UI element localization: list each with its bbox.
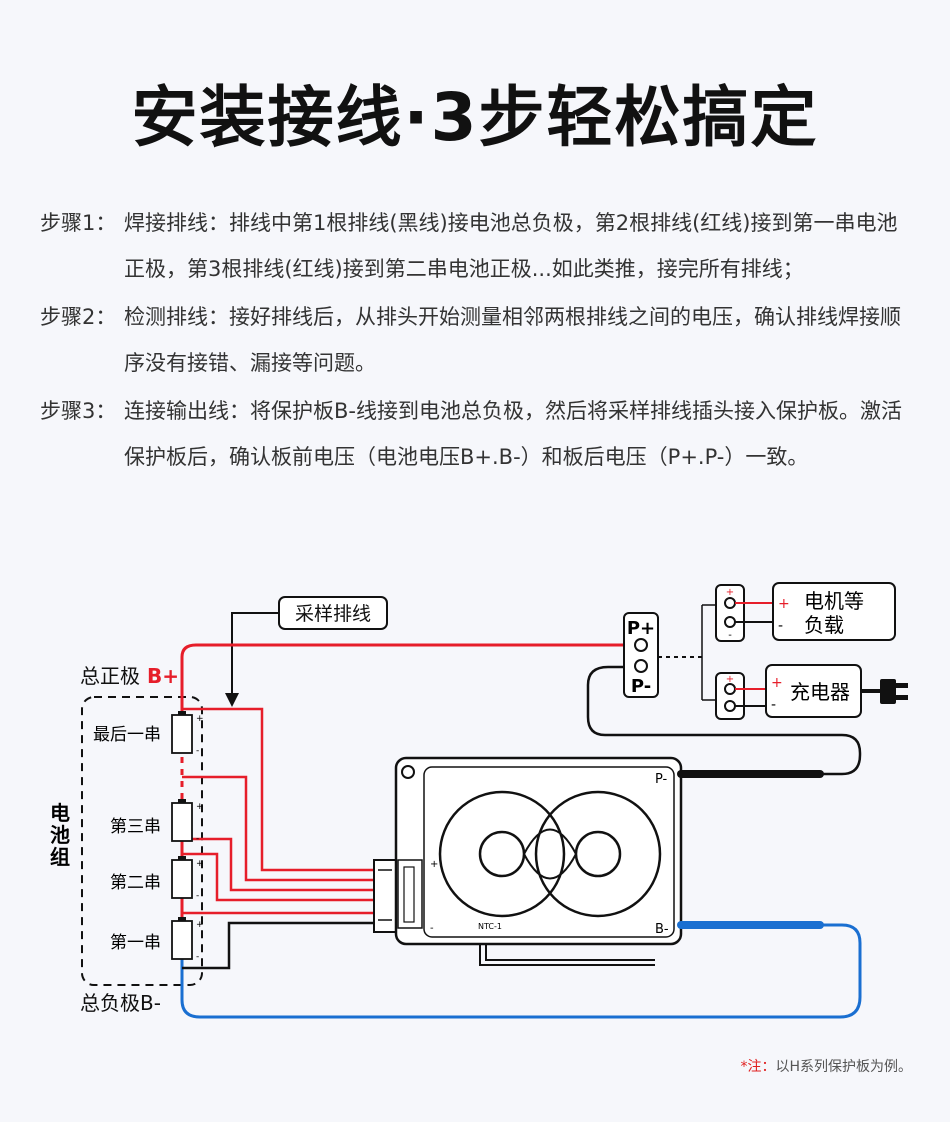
logo-ring-left	[438, 790, 566, 918]
step-name: 焊接排线：	[124, 211, 229, 235]
cell-minus: -	[196, 746, 199, 756]
load-connector: + -	[715, 584, 745, 642]
cell-label-second: 第二串	[110, 873, 161, 893]
step-name: 连接输出线：	[124, 399, 250, 423]
cell-plus: +	[196, 859, 204, 869]
cell-plus: +	[196, 920, 204, 930]
sampling-arrow-line	[231, 612, 279, 695]
cell-last: + -	[171, 711, 204, 756]
b-plus-label: B+	[147, 664, 179, 688]
port-p-minus-label: P-	[631, 676, 651, 697]
cell-first: + -	[171, 917, 204, 962]
load-box	[772, 582, 896, 641]
load-plus: +	[726, 587, 734, 598]
step-3: 步骤3： 连接输出线：将保护板B-线接到电池总负极，然后将采样排线插头接入保护板…	[40, 388, 920, 480]
cell-second: + -	[171, 856, 204, 901]
sampling-connector	[373, 859, 397, 933]
pack-label-1: 电	[50, 801, 70, 825]
step-text: 接好排线后，从排头开始测量相邻两根排线之间的电压，确认排线焊接顺序没有接错、漏接…	[124, 305, 901, 375]
ntc-wire-1	[479, 944, 655, 966]
sample-wire-second	[182, 852, 380, 902]
note-text: 以H系列保护板为例。	[775, 1059, 912, 1075]
load-minus: -	[728, 630, 732, 641]
total-positive-label: 总正极	[80, 664, 140, 688]
note-mark: *注：	[740, 1059, 776, 1075]
battery-pack-outline	[81, 696, 203, 986]
logo-ring-right	[534, 790, 662, 918]
mount-hole	[401, 765, 415, 779]
positive-main-wire	[180, 643, 636, 719]
p-minus-wire	[586, 665, 862, 776]
step-name: 检测排线：	[124, 305, 229, 329]
load-label-1: 电机等	[804, 589, 864, 613]
protection-board: P- B- NTC-1 + -	[394, 756, 683, 946]
plug-icon	[880, 679, 908, 704]
total-negative-label: 总负极B-	[80, 991, 161, 1015]
step-text: 将保护板B-线接到电池总负极，然后将采样排线插头接入保护板。激活保护板后，确认板…	[124, 399, 902, 469]
negative-main-wire	[180, 923, 862, 1019]
port-p-plus-label: P+	[627, 618, 655, 639]
cell-label-last: 最后一串	[93, 725, 161, 745]
pack-label-3: 组	[50, 845, 70, 869]
cell-plus: +	[196, 714, 204, 724]
cell-minus: -	[196, 834, 199, 844]
step-label: 步骤1：	[40, 211, 117, 235]
charger-connector: +	[715, 672, 745, 720]
step-2: 步骤2： 检测排线：接好排线后，从排头开始测量相邻两根排线之间的电压，确认排线焊…	[40, 294, 920, 386]
ntc-label: NTC-1	[478, 922, 502, 931]
cell-minus: -	[196, 891, 199, 901]
board-p-minus: P-	[655, 772, 668, 787]
pack-label-2: 池	[50, 823, 70, 847]
sampling-cable-label: 采样排线	[295, 603, 371, 625]
load-box-plus: +	[778, 596, 790, 612]
sample-wire-mid	[182, 775, 380, 882]
wiring-diagram: 采样排线 总正极 B+ 总负极B- 电 池 组 + - 最后一串 + - 第三串…	[50, 582, 908, 1019]
sample-wire-third	[182, 837, 380, 892]
board-plus: +	[430, 859, 438, 870]
charger-box-plus: +	[771, 675, 783, 691]
steps-list: 步骤1： 焊接排线：排线中第1根排线(黑线)接电池总负极，第2根排线(红线)接到…	[40, 200, 920, 482]
output-port: P+ P-	[623, 612, 659, 698]
load-box-minus: -	[778, 618, 783, 634]
board-minus: -	[430, 923, 434, 934]
board-b-minus: B-	[655, 922, 669, 937]
step-label: 步骤3：	[40, 399, 117, 423]
page-title: 安装接线·3步轻松搞定	[131, 79, 819, 156]
charger-label: 充电器	[790, 680, 850, 704]
cell-plus: +	[196, 802, 204, 812]
ntc-wire-2	[485, 944, 655, 961]
step-1: 步骤1： 焊接排线：排线中第1根排线(黑线)接电池总负极，第2根排线(红线)接到…	[40, 200, 920, 292]
cell-label-first: 第一串	[110, 933, 161, 953]
step-text: 排线中第1根排线(黑线)接电池总负极，第2根排线(红线)接到第一串电池正极，第3…	[124, 211, 898, 281]
footnote: *注：以H系列保护板为例。	[740, 1056, 912, 1076]
cell-third: + -	[171, 799, 204, 844]
sample-wire-negative	[182, 921, 380, 970]
board-connector	[397, 859, 423, 929]
step-label: 步骤2：	[40, 305, 117, 329]
charger-plus: +	[726, 674, 734, 685]
cell-label-third: 第三串	[110, 817, 161, 837]
cell-minus: -	[196, 952, 199, 962]
sampling-arrow-head	[225, 693, 239, 707]
charger-box-minus: -	[771, 697, 776, 713]
sample-wire-last	[182, 707, 380, 872]
load-label-2: 负载	[804, 613, 844, 637]
